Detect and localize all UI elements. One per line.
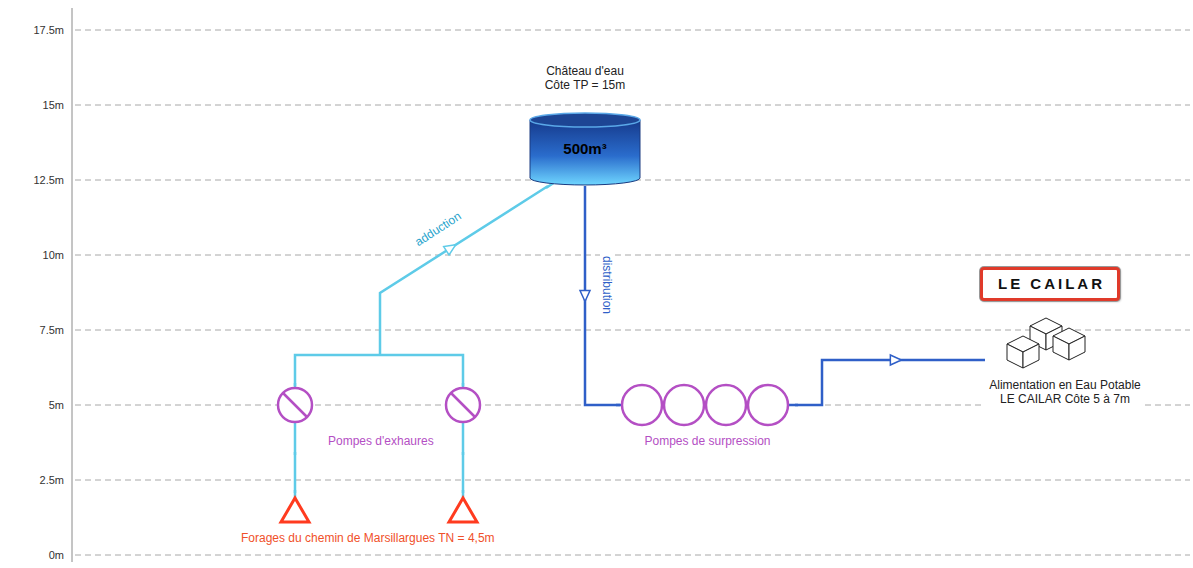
edge-label: distribution xyxy=(600,254,614,316)
edge-label: adduction xyxy=(411,208,466,250)
exhaure-pump-symbols xyxy=(278,388,480,422)
pipe-line xyxy=(295,452,463,493)
booster-pumps-node: Pompes de surpression xyxy=(620,384,795,452)
boreholes-node: Forages du chemin de Marsillargues TN = … xyxy=(235,493,570,549)
tower-heading: Château d'eau Côte TP = 15m xyxy=(535,64,635,92)
pipe-line xyxy=(795,360,985,405)
exhaure-pumps-node: Pompes d'exhaures xyxy=(270,386,485,452)
arrow-head xyxy=(580,291,590,302)
town-name: LE CAILAR xyxy=(998,275,1105,293)
town-sign: LE CAILAR xyxy=(980,267,1120,301)
pipe-line xyxy=(295,186,548,386)
axis-label: 17.5m xyxy=(0,23,64,37)
axis-label: 15m xyxy=(0,98,64,112)
arrow-head xyxy=(890,355,901,365)
pipe-connector xyxy=(295,452,463,493)
axis-label: 10m xyxy=(0,248,64,262)
axis-label: 5m xyxy=(0,398,64,412)
water-tower xyxy=(530,113,640,185)
booster-pump-symbols xyxy=(622,385,788,425)
axis-label: 7.5m xyxy=(0,323,64,337)
pipe-line xyxy=(585,186,620,405)
axis-label: 2.5m xyxy=(0,473,64,487)
pipe-connector xyxy=(295,186,548,386)
pipe-connector xyxy=(795,355,985,405)
tank-volume: 500m³ xyxy=(535,142,635,156)
water-supply-node: Alimentation en Eau Potable LE CAILAR Cô… xyxy=(985,316,1145,412)
axis-label: 12.5m xyxy=(0,173,64,187)
axis-label: 0m xyxy=(0,548,64,562)
borehole-symbols xyxy=(281,498,477,522)
water-tower-node: Château d'eau Côte TP = 15m 500m³ xyxy=(505,58,665,186)
pipe-connector xyxy=(580,186,620,405)
grid-lines xyxy=(75,30,1190,555)
arrow-head xyxy=(444,245,456,255)
supply-label: Alimentation en Eau Potable LE CAILAR Cô… xyxy=(985,378,1145,406)
pipe-stubs xyxy=(295,182,798,498)
houses-icon xyxy=(1007,318,1085,368)
pump-label: Pompes d'exhaures xyxy=(328,434,434,448)
axis-line xyxy=(72,8,73,562)
pump-label: Pompes de surpression xyxy=(620,434,795,448)
borehole-label: Forages du chemin de Marsillargues TN = … xyxy=(241,531,495,545)
